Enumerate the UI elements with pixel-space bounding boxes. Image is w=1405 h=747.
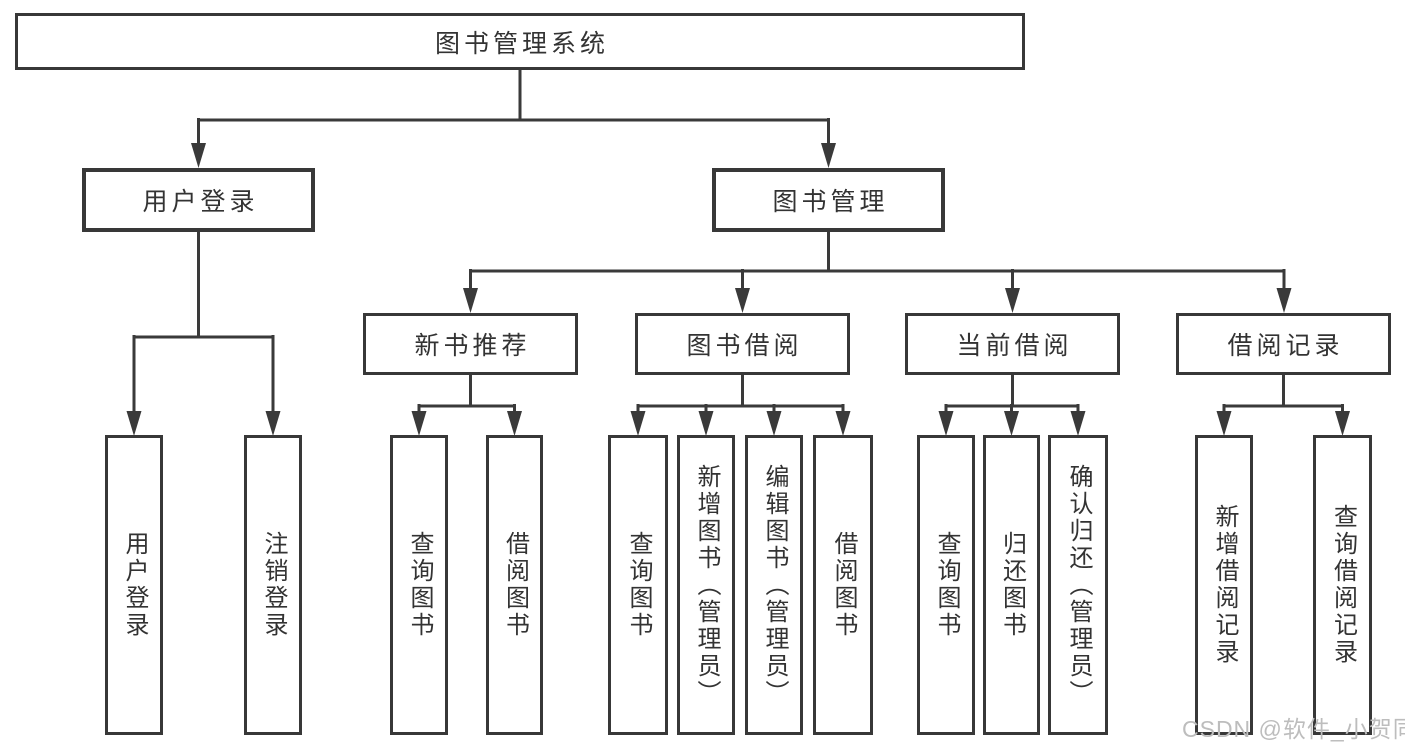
leaf-return-books: 归还图书 (983, 435, 1040, 735)
leaf-label: 新增图书（管理员） (693, 463, 720, 707)
leaf-label: 编辑图书（管理员） (761, 463, 788, 707)
csdn-watermark: CSDN @软件_小贺同学 (1182, 716, 1405, 742)
leaf-label: 用户登录 (121, 531, 148, 639)
node-label: 用户登录 (142, 188, 259, 216)
node-user-login: 用户登录 (82, 168, 315, 232)
leaf-label: 查询图书 (625, 531, 652, 639)
leaf-label: 查询图书 (406, 531, 433, 639)
node-new-book-recommend: 新书推荐 (363, 313, 578, 375)
leaf-edit-books-admin: 编辑图书（管理员） (745, 435, 803, 735)
leaf-label: 借阅图书 (830, 531, 857, 639)
node-label: 图书管理系统 (434, 29, 609, 58)
node-label: 新书推荐 (414, 332, 531, 360)
arrowheads (126, 143, 1350, 436)
leaf-user-login-action: 用户登录 (105, 435, 163, 735)
leaf-borrow-books-borrowing: 借阅图书 (813, 435, 873, 735)
node-library-management-system: 图书管理系统 (15, 13, 1025, 70)
leaf-add-borrow-record: 新增借阅记录 (1195, 435, 1253, 735)
connector-book-borrowing (636, 375, 845, 420)
connector-book-management (469, 232, 1286, 296)
leaf-query-books-borrowing: 查询图书 (608, 435, 668, 735)
leaf-label: 查询借阅记录 (1329, 504, 1357, 666)
leaf-label: 借阅图书 (501, 531, 529, 639)
leaf-label: 查询图书 (933, 531, 960, 639)
node-borrowing-records: 借阅记录 (1176, 313, 1391, 375)
node-label: 图书管理 (772, 188, 889, 216)
leaf-query-books-current: 查询图书 (917, 435, 975, 735)
leaf-label: 确认归还（管理员） (1065, 463, 1092, 707)
connector-borrowing-records (1222, 375, 1344, 420)
node-current-borrowing: 当前借阅 (905, 313, 1120, 375)
node-label: 当前借阅 (956, 332, 1073, 360)
leaf-borrow-books-recommend: 借阅图书 (486, 435, 543, 735)
connector-new-book-recommend (417, 375, 516, 420)
node-label: 借阅记录 (1227, 332, 1344, 360)
leaf-label: 归还图书 (998, 531, 1026, 639)
leaf-label: 新增借阅记录 (1211, 504, 1238, 666)
leaf-logout-action: 注销登录 (244, 435, 302, 735)
leaf-label: 注销登录 (260, 531, 287, 639)
leaf-query-borrow-record: 查询借阅记录 (1313, 435, 1372, 735)
connector-root-stem (197, 70, 830, 150)
leaf-add-books-admin: 新增图书（管理员） (677, 435, 735, 735)
leaf-confirm-return-admin: 确认归还（管理员） (1048, 435, 1108, 735)
leaf-query-books-recommend: 查询图书 (390, 435, 448, 735)
node-book-management: 图书管理 (712, 168, 945, 232)
connector-user-login (132, 232, 275, 418)
node-label: 图书借阅 (686, 332, 803, 360)
node-book-borrowing: 图书借阅 (635, 313, 850, 375)
